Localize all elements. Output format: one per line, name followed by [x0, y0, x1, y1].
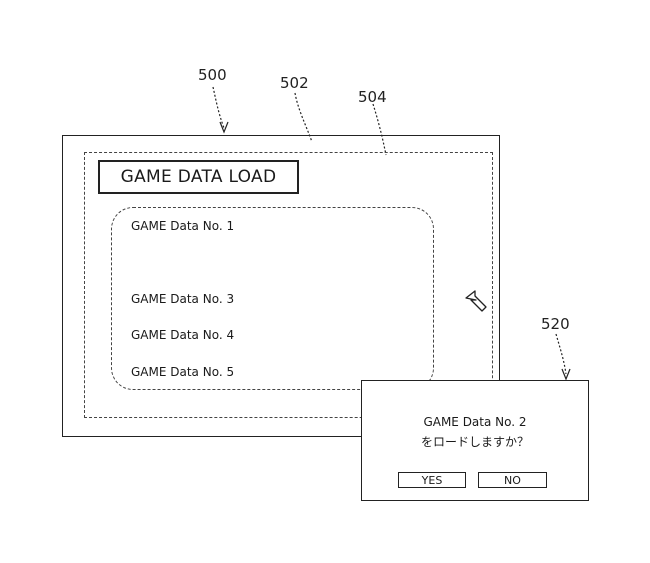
dialog-title: GAME Data No. 2 — [423, 415, 527, 429]
ref-label-504: 504 — [358, 88, 387, 106]
yes-button[interactable]: YES — [398, 472, 466, 488]
list-item-game-data-4[interactable]: GAME Data No. 4 — [131, 328, 235, 342]
no-button[interactable]: NO — [478, 472, 547, 488]
list-item-game-data-3[interactable]: GAME Data No. 3 — [131, 292, 235, 306]
ref-label-500: 500 — [198, 66, 227, 84]
display-frame — [62, 135, 500, 437]
ref-label-502: 502 — [280, 74, 309, 92]
list-item-game-data-5[interactable]: GAME Data No. 5 — [131, 365, 235, 379]
dialog-question: をロードしますか？ — [420, 435, 529, 449]
game-screen — [84, 152, 493, 418]
game-data-list — [111, 207, 434, 390]
ref-label-520: 520 — [541, 315, 570, 333]
cursor-arrow-icon — [465, 290, 487, 312]
screen-title: GAME DATA LOAD — [98, 160, 299, 194]
list-item-game-data-1[interactable]: GAME Data No. 1 — [131, 219, 235, 233]
